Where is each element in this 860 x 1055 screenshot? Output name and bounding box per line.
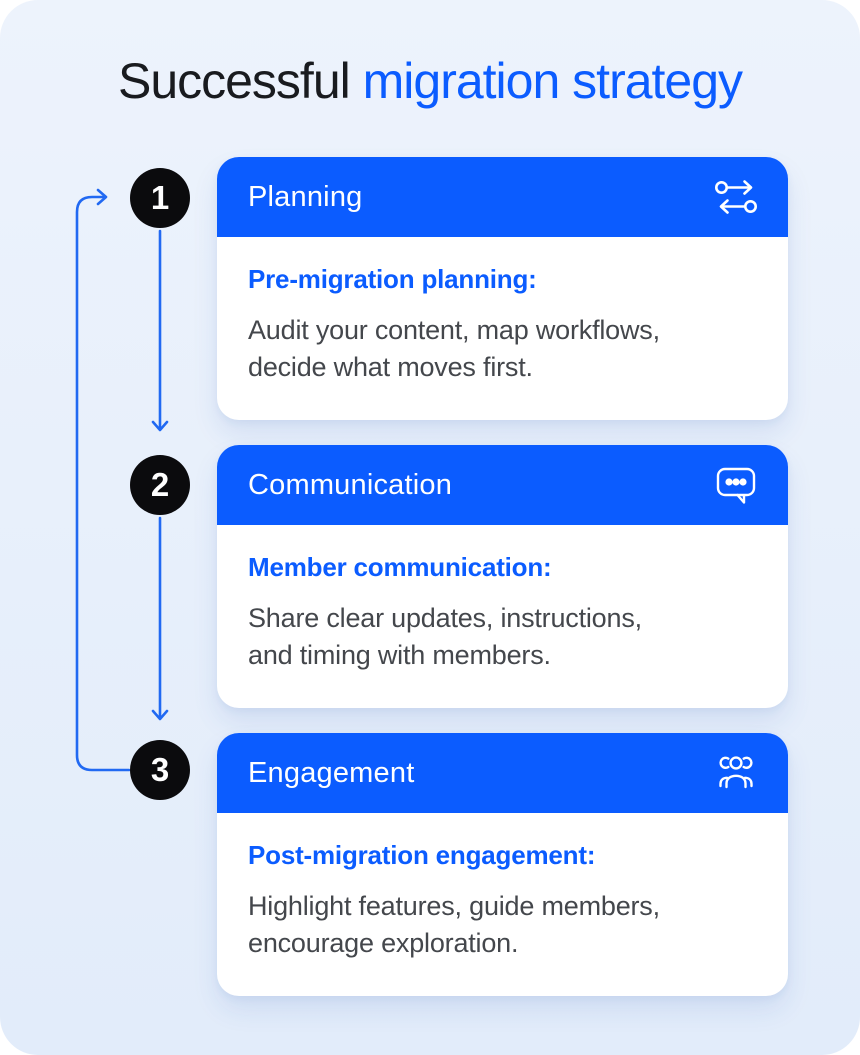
step-card-engagement-title: Engagement xyxy=(248,756,415,789)
step-1-number-badge: 1 xyxy=(130,168,190,228)
page-title-highlight: migration strategy xyxy=(362,53,743,109)
step-card-planning: Planning Pre-migration planning: Audit y… xyxy=(217,157,788,420)
arrow-1-2-head-icon xyxy=(151,420,169,432)
step-card-planning-body: Pre-migration planning: Audit your conte… xyxy=(217,237,788,420)
step-2-number-badge: 2 xyxy=(130,455,190,515)
step-card-planning-subtitle: Pre-migration planning: xyxy=(248,264,537,294)
arrow-2-3-head-icon xyxy=(151,709,169,721)
step-2-number: 2 xyxy=(150,466,170,503)
step-card-communication: Communication Member communication: Shar… xyxy=(217,445,788,708)
users-group-icon xyxy=(712,749,760,797)
step-card-communication-subtitle: Member communication: xyxy=(248,552,552,582)
transfer-arrows-icon xyxy=(712,173,760,221)
step-card-planning-title: Planning xyxy=(248,180,363,213)
step-card-engagement-description: Highlight features, guide members, encou… xyxy=(248,891,660,958)
page-title: Successful migration strategy xyxy=(0,52,860,110)
chat-bubble-icon xyxy=(712,461,760,509)
step-card-communication-title: Communication xyxy=(248,468,453,501)
step-1-number: 1 xyxy=(150,179,170,216)
step-card-engagement-subtitle: Post-migration engagement: xyxy=(248,840,596,870)
step-card-planning-description: Audit your content, map workflows, decid… xyxy=(248,315,660,382)
step-card-engagement-body: Post-migration engagement: Highlight fea… xyxy=(217,813,788,996)
loop-arrowhead-icon xyxy=(96,188,108,206)
step-3-number-badge: 3 xyxy=(130,740,190,800)
step-card-communication-body: Member communication: Share clear update… xyxy=(217,525,788,708)
step-card-engagement: Engagement Post-migration engagement: Hi… xyxy=(217,733,788,996)
step-card-communication-header: Communication xyxy=(217,445,788,525)
page-title-prefix: Successful xyxy=(117,53,363,109)
step-card-communication-description: Share clear updates, instructions, and t… xyxy=(248,603,642,670)
loop-connector-line xyxy=(75,195,131,772)
step-card-planning-header: Planning xyxy=(217,157,788,237)
step-3-number: 3 xyxy=(150,751,170,788)
step-card-engagement-header: Engagement xyxy=(217,733,788,813)
